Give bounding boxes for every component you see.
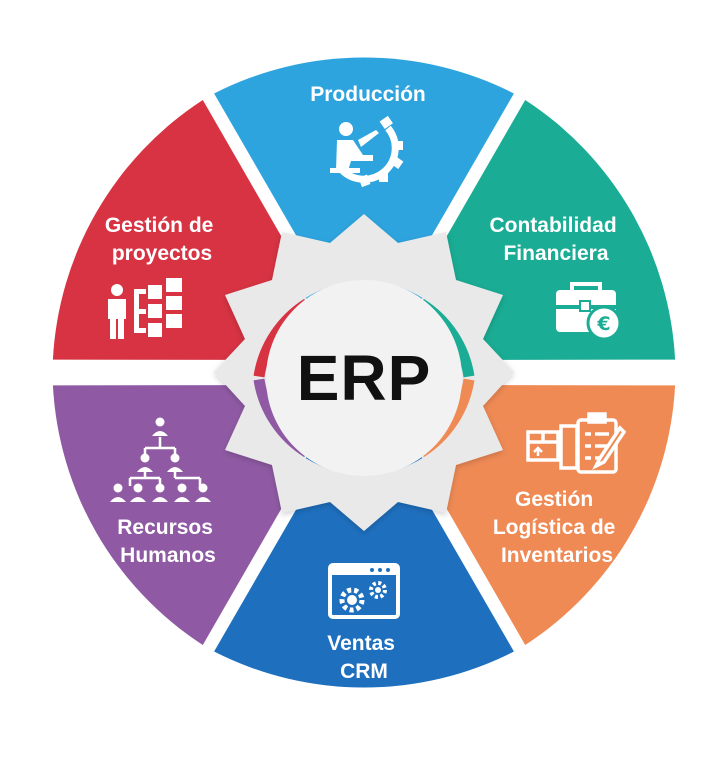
segment-produccion bbox=[214, 57, 514, 353]
center-disc bbox=[266, 280, 462, 476]
label-proyectos: Gestión de proyectos bbox=[105, 214, 219, 265]
label-ventas: Ventas CRM bbox=[327, 632, 401, 683]
label-produccion: Producción bbox=[310, 83, 426, 106]
label-contabilidad: Contabilidad Financiera bbox=[489, 214, 622, 265]
svg-text:€: € bbox=[596, 313, 610, 335]
person-hierarchy-icon bbox=[108, 278, 182, 339]
inventory-clipboard-icon bbox=[526, 412, 627, 474]
center-erp-label: ERP bbox=[297, 342, 432, 414]
org-chart-people-icon bbox=[110, 417, 211, 502]
briefcase-euro-icon: € bbox=[556, 282, 622, 341]
browser-gears-icon bbox=[328, 563, 400, 619]
label-logistica: Gestión Logística de Inventarios bbox=[493, 488, 621, 567]
label-rrhh: Recursos Humanos bbox=[117, 516, 219, 567]
segment-ventas bbox=[214, 392, 514, 688]
worker-gear-icon bbox=[330, 115, 404, 188]
